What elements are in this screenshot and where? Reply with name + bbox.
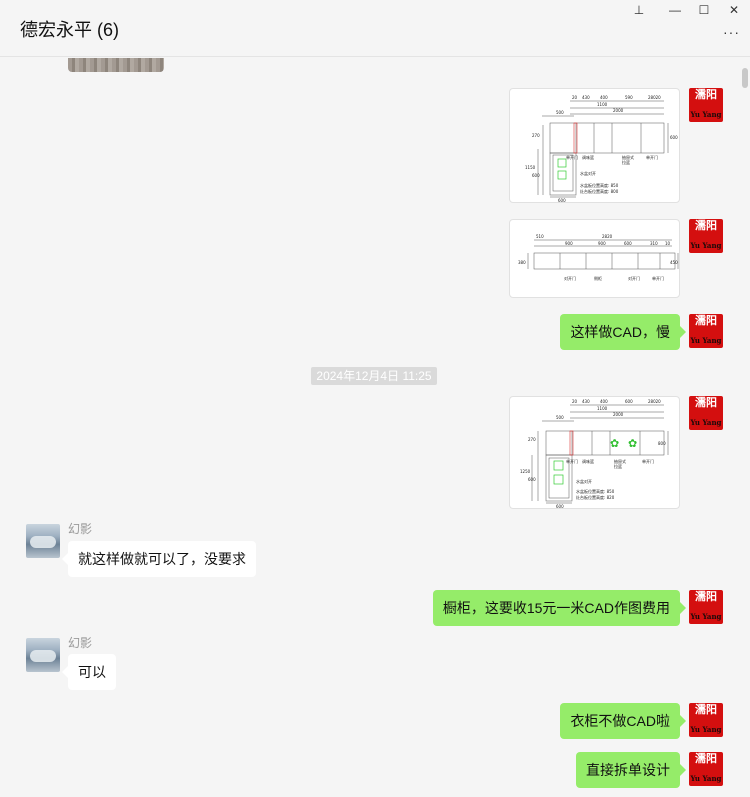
svg-text:430: 430 (582, 95, 590, 100)
svg-text:20: 20 (572, 95, 578, 100)
svg-text:430: 430 (582, 399, 590, 404)
svg-text:10: 10 (665, 241, 671, 246)
svg-text:450: 450 (670, 260, 678, 265)
cad-image-message-2[interactable]: 510 2820 900 900 600 310 10 380 450 对开门 … (509, 219, 680, 298)
svg-text:600: 600 (670, 135, 678, 140)
sender-name: 幻影 (68, 522, 93, 536)
svg-text:510: 510 (536, 234, 544, 239)
svg-text:600: 600 (624, 241, 632, 246)
svg-text:对开门: 对开门 (564, 275, 576, 281)
svg-text:400: 400 (600, 95, 608, 100)
self-avatar[interactable]: 濡阳 Yu Yang (689, 88, 723, 122)
svg-text:抽屉式: 抽屉式 (614, 458, 626, 464)
timestamp: 2024年12月4日 11:25 (311, 367, 437, 385)
message-bubble[interactable]: 就这样做就可以了，没要求 (62, 541, 256, 577)
close-button[interactable]: ✕ (728, 3, 740, 17)
svg-text:900: 900 (565, 241, 573, 246)
svg-text:对开门: 对开门 (628, 275, 640, 281)
cad-drawing-1: 20 430 400 590 28020 1100 2000 500 270 1… (525, 95, 678, 203)
more-options-icon[interactable]: ··· (723, 24, 740, 40)
svg-text:侧柜: 侧柜 (594, 275, 602, 281)
svg-text:1250: 1250 (520, 469, 531, 474)
svg-text:2000: 2000 (613, 412, 624, 417)
svg-text:拉篮: 拉篮 (614, 463, 622, 469)
svg-text:2820: 2820 (602, 234, 613, 239)
cad-drawing-3: ✿ ✿ 20 430 400 600 28020 1100 2000 500 2… (520, 399, 669, 509)
self-avatar[interactable]: 濡阳 Yu Yang (689, 703, 723, 737)
self-avatar[interactable]: 濡阳 Yu Yang (689, 314, 723, 348)
burner-icon: ✿ (628, 438, 637, 450)
svg-text:单开门: 单开门 (642, 458, 654, 464)
scrollbar-thumb[interactable] (742, 68, 748, 88)
svg-text:900: 900 (598, 241, 606, 246)
svg-text:单开门: 单开门 (646, 154, 658, 160)
chat-header: 德宏永平 (6) ⊥ — ☐ ✕ ··· (0, 0, 750, 57)
svg-text:800: 800 (658, 441, 666, 446)
svg-text:单开门: 单开门 (566, 458, 578, 464)
partial-image-message[interactable] (68, 58, 164, 72)
svg-text:400: 400 (600, 399, 608, 404)
message-bubble[interactable]: 可以 (62, 654, 116, 690)
svg-text:拉篮: 拉篮 (622, 159, 630, 165)
svg-text:600: 600 (625, 399, 633, 404)
message-bubble[interactable]: 直接拆单设计 (576, 752, 686, 788)
cad-image-message-1[interactable]: 20 430 400 590 28020 1100 2000 500 270 1… (509, 88, 680, 203)
svg-text:28020: 28020 (648, 95, 661, 100)
chat-title[interactable]: 德宏永平 (6) (20, 20, 119, 40)
message-bubble[interactable]: 衣柜不做CAD啦 (560, 703, 686, 739)
svg-text:590: 590 (625, 95, 633, 100)
svg-text:灶台板位置高度: 820: 灶台板位置高度: 820 (576, 494, 615, 500)
svg-text:单开门: 单开门 (652, 275, 664, 281)
self-avatar[interactable]: 濡阳 Yu Yang (689, 752, 723, 786)
svg-text:1150: 1150 (525, 165, 536, 170)
self-avatar[interactable]: 濡阳 Yu Yang (689, 396, 723, 430)
svg-text:20: 20 (572, 399, 578, 404)
svg-text:28020: 28020 (648, 399, 661, 404)
svg-text:调味篮: 调味篮 (582, 458, 594, 464)
svg-text:灶台板位置高度: 800: 灶台板位置高度: 800 (580, 188, 619, 194)
svg-text:600: 600 (532, 173, 540, 178)
cad-drawing-2: 510 2820 900 900 600 310 10 380 450 对开门 … (518, 234, 679, 281)
message-bubble[interactable]: 橱柜，这要收15元一米CAD作图费用 (432, 590, 687, 626)
svg-text:抽屉式: 抽屉式 (622, 154, 634, 160)
svg-text:500: 500 (556, 415, 564, 420)
svg-text:600: 600 (558, 198, 566, 203)
svg-text:310: 310 (650, 241, 658, 246)
svg-text:600: 600 (528, 477, 536, 482)
svg-text:270: 270 (532, 133, 540, 138)
contact-avatar[interactable] (26, 524, 60, 558)
svg-text:500: 500 (556, 110, 564, 115)
cad-image-message-3[interactable]: ✿ ✿ 20 430 400 600 28020 1100 2000 500 2… (509, 396, 680, 509)
svg-text:水盆板位置高度: 850: 水盆板位置高度: 850 (580, 182, 619, 188)
minimize-button[interactable]: — (669, 3, 681, 17)
svg-text:水盆板位置高度: 850: 水盆板位置高度: 850 (576, 488, 615, 494)
svg-text:600: 600 (556, 504, 564, 509)
maximize-button[interactable]: ☐ (698, 3, 710, 17)
svg-text:1100: 1100 (597, 406, 608, 411)
svg-text:270: 270 (528, 437, 536, 442)
self-avatar[interactable]: 濡阳 Yu Yang (689, 219, 723, 253)
svg-text:调味篮: 调味篮 (582, 154, 594, 160)
svg-text:单开门: 单开门 (566, 154, 578, 160)
message-bubble[interactable]: 这样做CAD，慢 (560, 314, 686, 350)
self-avatar[interactable]: 濡阳 Yu Yang (689, 590, 723, 624)
pin-icon[interactable]: ⊥ (633, 3, 645, 17)
svg-text:1100: 1100 (597, 102, 608, 107)
burner-icon: ✿ (610, 438, 619, 450)
svg-text:380: 380 (518, 260, 526, 265)
svg-text:水盆对开: 水盆对开 (580, 170, 596, 176)
svg-text:2000: 2000 (613, 108, 624, 113)
svg-text:水盆对开: 水盆对开 (576, 478, 592, 484)
sender-name: 幻影 (68, 636, 93, 650)
contact-avatar[interactable] (26, 638, 60, 672)
